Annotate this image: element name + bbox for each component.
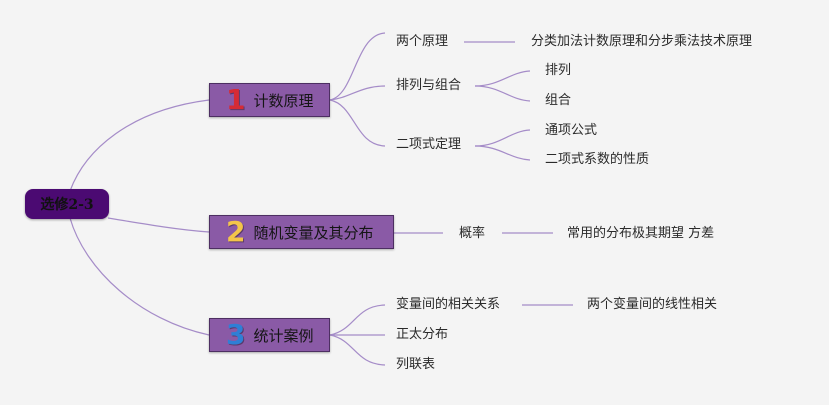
link-root-branch1: [69, 99, 210, 192]
link-b3-correlation: [329, 304, 386, 336]
subtopic-probability[interactable]: 概率: [459, 226, 486, 241]
detail-combination[interactable]: 组合: [545, 93, 572, 108]
branch-number-badge: 1: [226, 83, 246, 116]
link-b1-binomial: [329, 99, 386, 147]
detail-general-term-formula[interactable]: 通项公式: [545, 123, 598, 138]
branch-random-variables[interactable]: 2 随机变量及其分布: [209, 215, 394, 249]
branch-statistical-cases[interactable]: 3 统计案例: [209, 318, 330, 352]
link-perm: [474, 70, 531, 87]
link-b1-perm-comb: [329, 85, 386, 101]
link-root-branch3: [69, 217, 210, 336]
subtopic-normal-distribution[interactable]: 正太分布: [396, 327, 449, 342]
detail-binomial-coefficient-properties[interactable]: 二项式系数的性质: [545, 152, 650, 167]
link-b3-contingency: [329, 334, 386, 366]
link-general-term: [474, 129, 531, 147]
subtopic-permutation-combination[interactable]: 排列与组合: [396, 78, 462, 93]
link-b1-two-principles: [329, 32, 386, 101]
link-comb: [474, 85, 531, 102]
root-node[interactable]: 选修2-3: [25, 189, 109, 219]
subtopic-correlation[interactable]: 变量间的相关关系: [396, 297, 501, 312]
link-binomial-coef: [474, 145, 531, 161]
detail-addition-multiplication-principle[interactable]: 分类加法计数原理和分步乘法技术原理: [531, 34, 753, 49]
link-root-branch2: [107, 217, 210, 233]
detail-linear-correlation[interactable]: 两个变量间的线性相关: [587, 297, 718, 312]
branch-label: 统计案例: [253, 326, 314, 345]
branch-counting-principle[interactable]: 1 计数原理: [209, 83, 330, 117]
root-label: 选修2-3: [40, 197, 94, 213]
subtopic-contingency-table[interactable]: 列联表: [396, 357, 436, 372]
branch-number-badge: 2: [226, 215, 246, 248]
branch-label: 计数原理: [253, 91, 314, 110]
detail-distributions-expectation-variance[interactable]: 常用的分布极其期望 方差: [567, 226, 715, 241]
branch-number-badge: 3: [226, 318, 246, 351]
branch-label: 随机变量及其分布: [253, 223, 374, 242]
detail-permutation[interactable]: 排列: [545, 63, 572, 78]
subtopic-two-principles[interactable]: 两个原理: [396, 34, 449, 49]
subtopic-binomial-theorem[interactable]: 二项式定理: [396, 137, 462, 152]
